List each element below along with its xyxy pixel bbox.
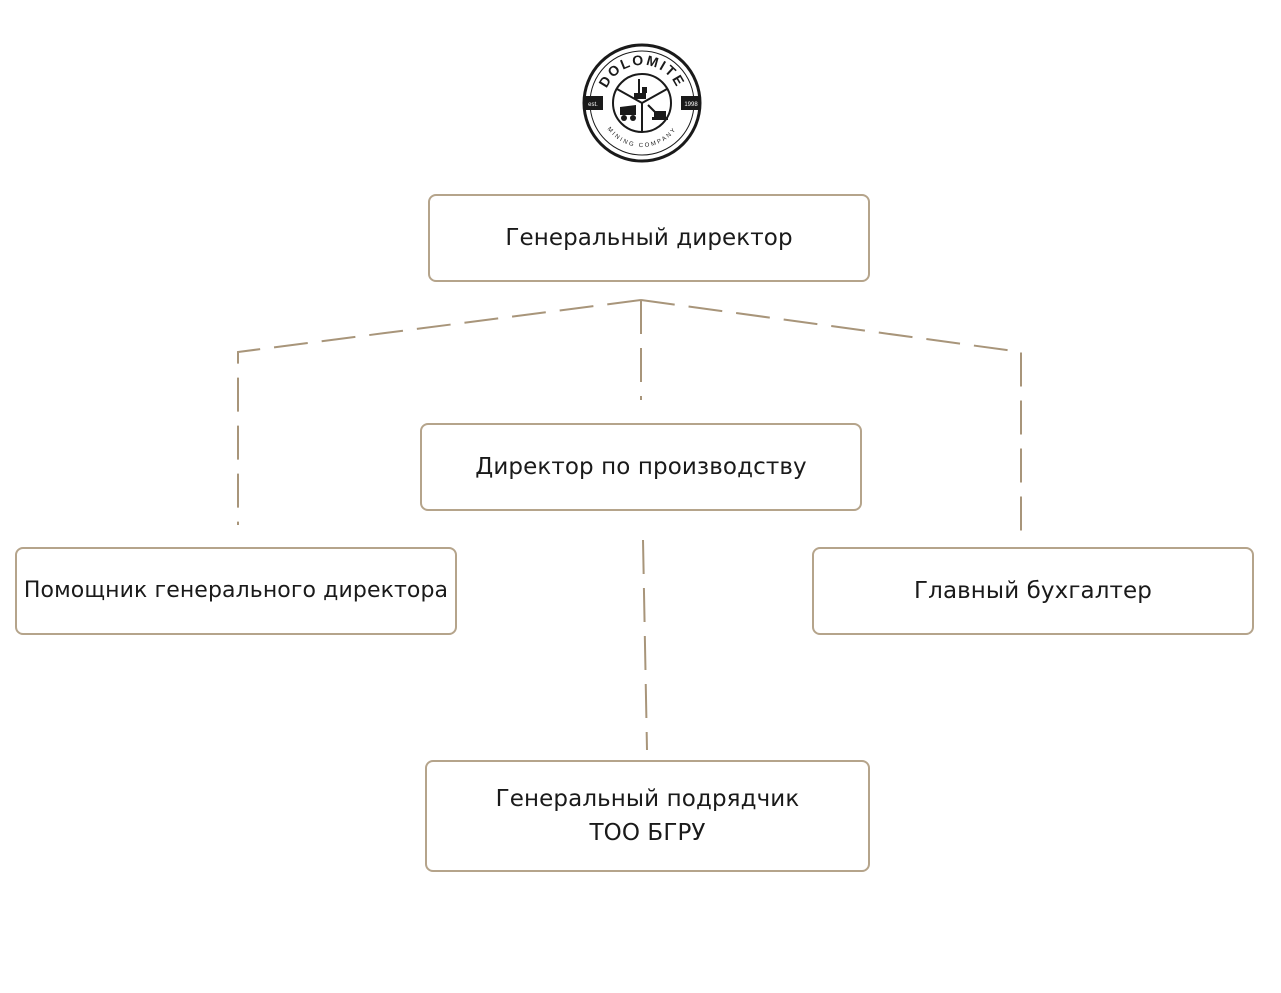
drill-rig-icon [634, 79, 647, 99]
node-production-director-label: Директор по производству [475, 454, 807, 480]
node-production-director: Директор по производству [420, 423, 862, 511]
logo-est-text: est. [588, 102, 598, 108]
node-assistant-label: Помощник генерального директора [23, 578, 449, 603]
node-chief-accountant: Главный бухгалтер [812, 547, 1254, 635]
dump-truck-icon [620, 105, 636, 121]
node-general-director-label: Генеральный директор [505, 225, 793, 251]
node-general-director: Генеральный директор [428, 194, 870, 282]
node-contractor-label-line1: Генеральный подрядчик [495, 786, 800, 812]
node-general-contractor: Генеральный подрядчик ТОО БГРУ [425, 760, 870, 872]
connector-ceo-to-accountant [640, 299, 1022, 540]
node-contractor-label-line2: ТОО БГРУ [589, 820, 706, 846]
logo-year-text: 1998 [684, 102, 698, 108]
node-chief-accountant-label: Главный бухгалтер [914, 578, 1152, 604]
dolomite-logo: est. 1998 DOLOMITE MINING COMPANY [582, 43, 702, 163]
connector-ceo-to-assistant [237, 299, 642, 525]
node-assistant-general-director: Помощник генерального директора [15, 547, 457, 635]
connector-production-to-contractor [642, 539, 648, 751]
excavator-icon [647, 104, 668, 120]
